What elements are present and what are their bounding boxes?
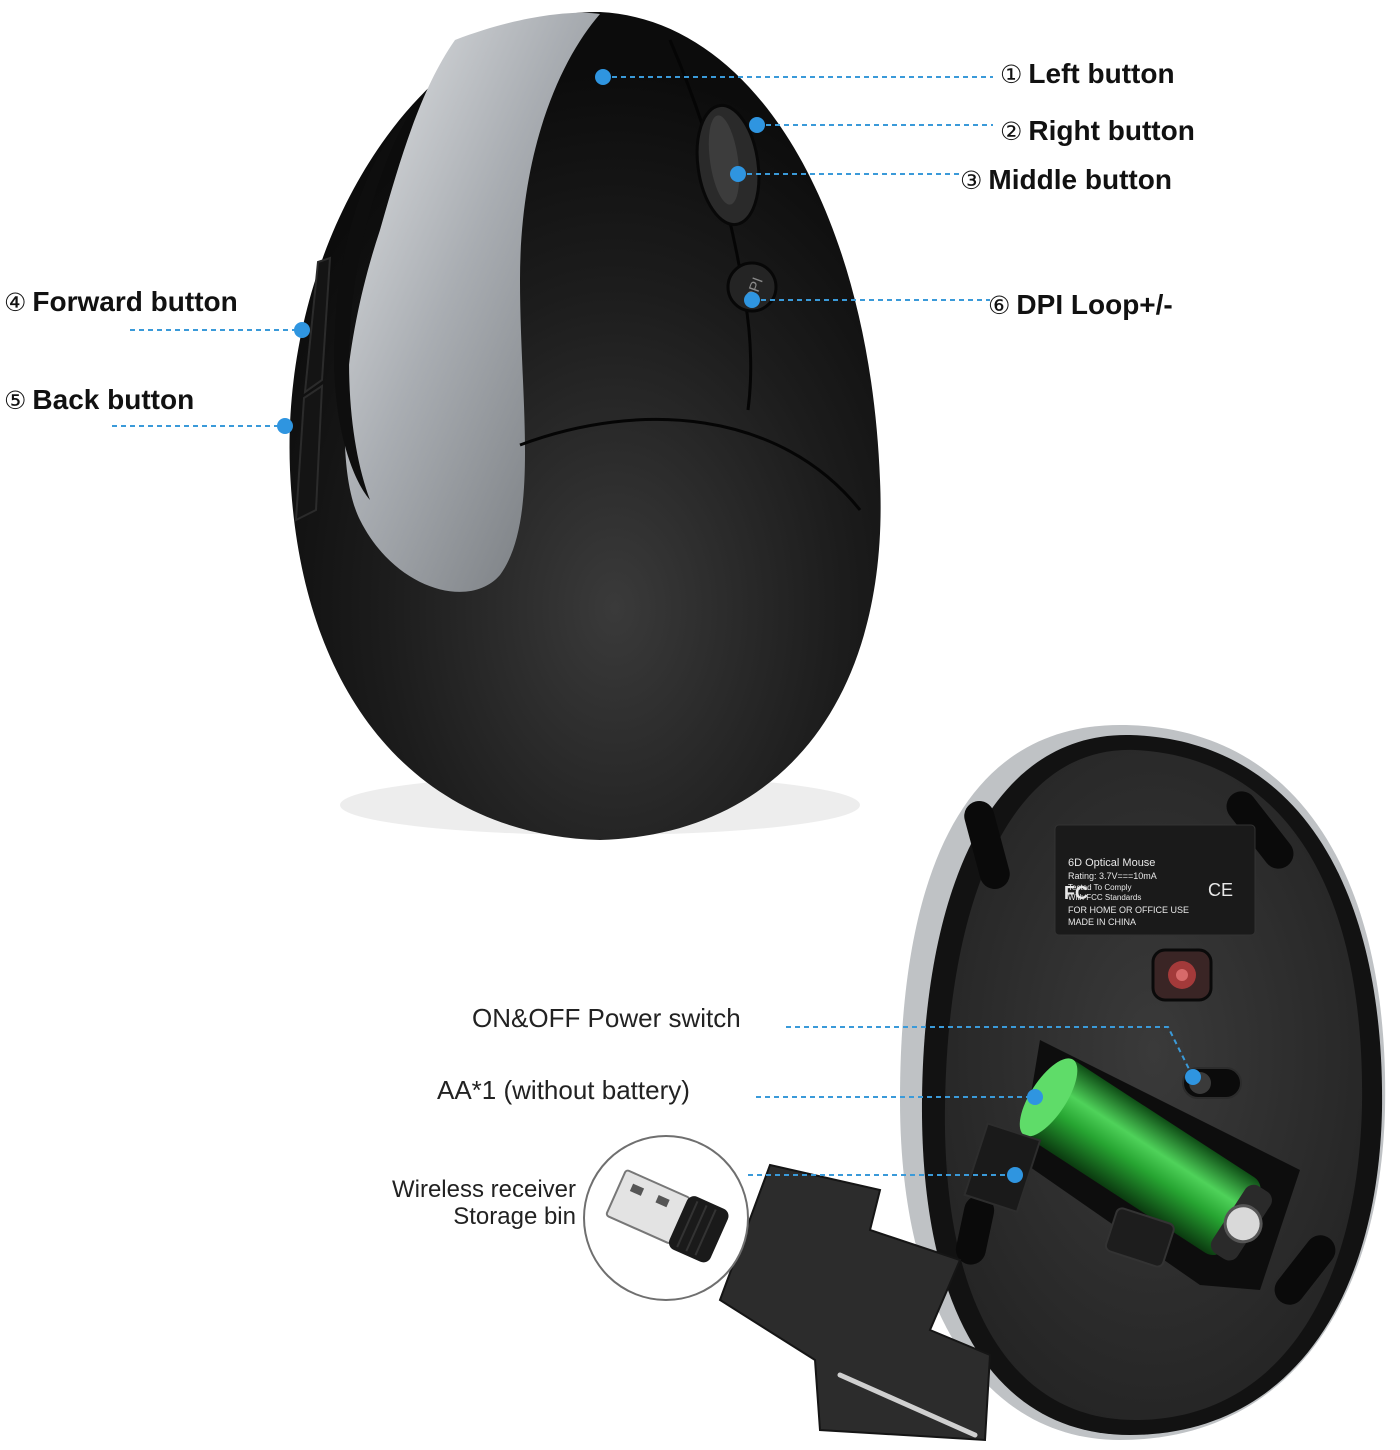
usb-receiver <box>605 1169 729 1263</box>
dot-power <box>1185 1069 1201 1085</box>
ce-mark: CE <box>1208 880 1233 900</box>
aa-battery <box>1019 1058 1272 1261</box>
dot-right-button <box>749 117 765 133</box>
mouse-foot <box>955 1195 995 1265</box>
callout-middle-button-text: Middle button <box>988 164 1172 195</box>
callout-middle-button-num: ③ <box>960 166 983 195</box>
mouse-foot <box>964 801 1010 889</box>
receiver-storage-slot <box>963 1122 1042 1214</box>
callout-right-button-text: Right button <box>1028 115 1195 146</box>
leader-power <box>786 1026 1193 1076</box>
silver-grip <box>344 12 600 592</box>
sticker-rating: Rating: 3.7V===10mA <box>1068 871 1157 881</box>
callout-dpi-loop-text: DPI Loop+/- <box>1016 289 1173 320</box>
dot-receiver <box>1007 1167 1023 1183</box>
dot-back <box>277 418 293 434</box>
callout-receiver-line2: Storage bin <box>453 1203 576 1230</box>
sticker-line5: FOR HOME OR OFFICE USE <box>1068 905 1189 915</box>
spec-label-sticker: 6D Optical Mouse Rating: 3.7V===10mA Tes… <box>1054 824 1256 936</box>
callout-receiver-line1: Wireless receiver <box>391 1176 576 1203</box>
sticker-line4: With FCC Standards <box>1068 893 1141 902</box>
dot-left-button <box>595 69 611 85</box>
forward-side-button[interactable] <box>303 256 332 395</box>
latch <box>1104 1207 1175 1268</box>
dot-middle-button <box>730 166 746 182</box>
dot-dpi <box>744 292 760 308</box>
dot-battery <box>1027 1089 1043 1105</box>
dot-forward <box>294 322 310 338</box>
callout-forward-button-text: Forward button <box>32 286 238 317</box>
callout-left-button-text: Left button <box>1028 58 1175 89</box>
battery-cover <box>718 1163 992 1442</box>
usb-receiver-inset <box>583 1135 749 1301</box>
mouse-foot <box>1226 791 1294 869</box>
optical-sensor <box>1151 948 1213 1002</box>
sticker-line6: MADE IN CHINA <box>1068 917 1136 927</box>
fcc-mark: FC <box>1064 883 1088 903</box>
callout-battery: AA*1 (without battery) <box>437 1075 690 1105</box>
thumb-recess <box>334 105 415 500</box>
callout-left-button-num: ① <box>1000 60 1023 89</box>
mouse-bottom-view: 6D Optical Mouse Rating: 3.7V===10mA Tes… <box>718 725 1386 1442</box>
callout-power-switch: ON&OFF Power switch <box>472 1003 741 1033</box>
callout-dpi-loop-num: ⑥ <box>988 291 1011 320</box>
sticker-title: 6D Optical Mouse <box>1068 857 1155 869</box>
scroll-wheel[interactable] <box>690 101 766 228</box>
mouse-side-view: DPI <box>289 11 881 840</box>
leader-dots <box>277 69 1201 1183</box>
callout-right-button-num: ② <box>1000 117 1023 146</box>
battery-cover-slot <box>837 1372 978 1438</box>
leader-lines <box>112 76 1193 1176</box>
callout-back-button-num: ⑤ <box>4 386 27 415</box>
back-side-button[interactable] <box>294 384 324 522</box>
shell-seam <box>519 417 862 511</box>
callout-back-button-text: Back button <box>32 384 195 415</box>
mouse-foot <box>1274 1235 1336 1305</box>
callout-forward-button-num: ④ <box>4 288 27 317</box>
sticker-line3: Tested To Comply <box>1068 883 1131 892</box>
